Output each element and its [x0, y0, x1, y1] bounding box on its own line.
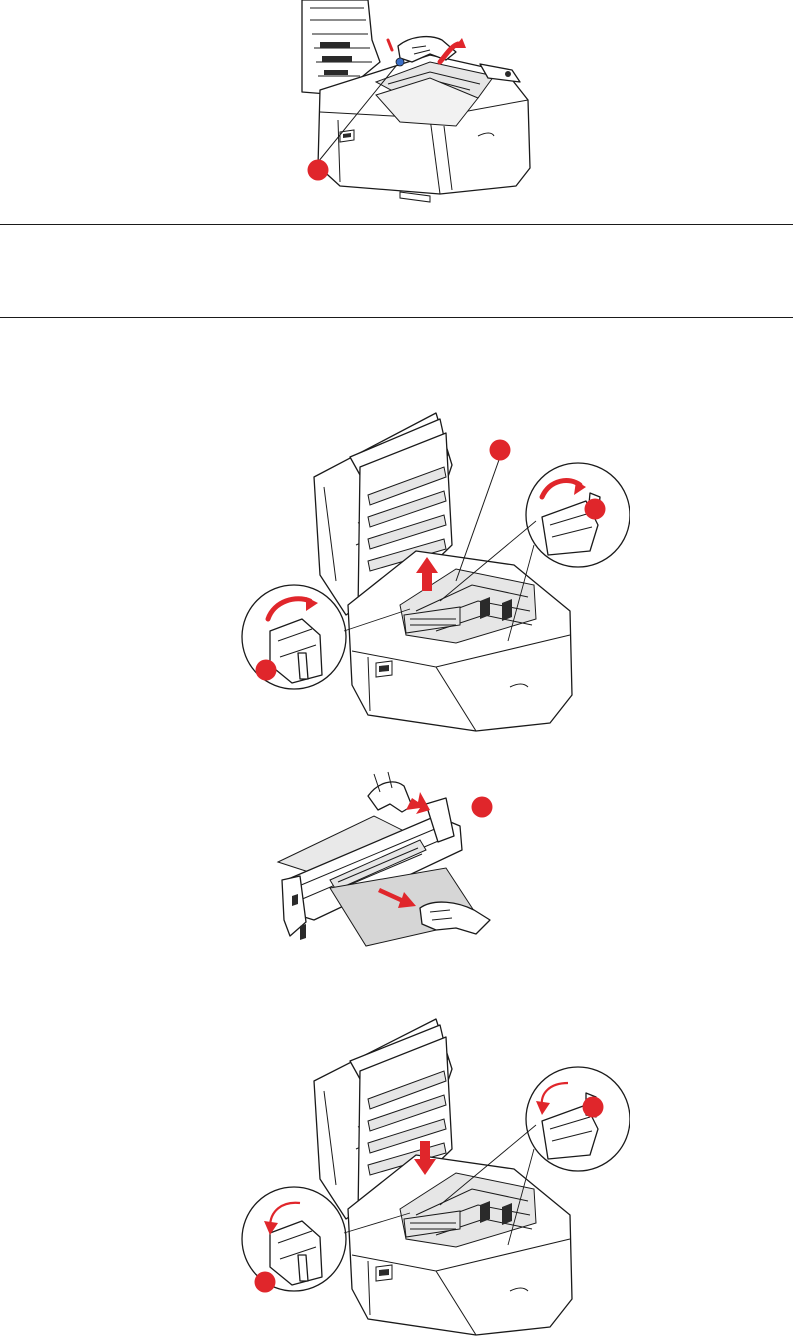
printer-illustration: [240, 1013, 630, 1339]
figure-refit-fuser-locks: [240, 1013, 630, 1339]
section-divider-bottom: [0, 317, 793, 318]
section-divider-top: [0, 224, 793, 225]
fuser-unit-illustration: [270, 770, 500, 950]
printer-illustration: [280, 0, 540, 205]
red-callout-marker: [472, 797, 493, 818]
figure-lift-fuser-locks: [240, 405, 630, 740]
red-callout-marker: [308, 160, 329, 181]
red-callout-marker: [490, 440, 511, 461]
red-callout-marker: [585, 499, 606, 520]
figure-release-duplex-lever: [280, 0, 540, 205]
printer-illustration: [240, 405, 630, 740]
figure-remove-paper-from-fuser: [270, 770, 500, 950]
red-callout-marker: [583, 1097, 604, 1118]
red-callout-marker: [256, 660, 277, 681]
red-callout-marker: [255, 1272, 276, 1293]
